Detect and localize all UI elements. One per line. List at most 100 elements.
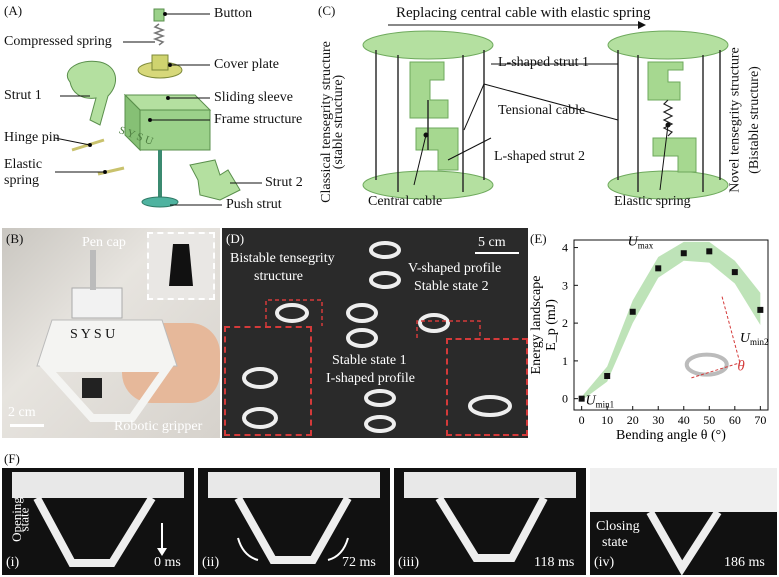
frame-4-state: state [602,535,628,550]
panel-f-tag: (F) [4,452,20,466]
d-inset-state-2 [446,338,528,436]
annotation-umin1: Umin1 [585,393,614,409]
d-label-state-1: Stable state 1 [332,353,407,368]
frame-4-time: 186 ms [724,555,765,570]
frame-1-time: 0 ms [154,555,181,570]
b-scale-bar [10,424,44,427]
b-label-sysu: S Y S U [70,327,116,342]
panel-b-tag: (B) [6,231,24,246]
x-axis-label: Bending angle θ (°) [616,428,726,443]
frame-2: (ii) 72 ms [198,468,390,575]
x-tick-label: 30 [652,413,664,427]
frame-3-roman: (iii) [398,555,419,570]
d-label-v-shaped: V-shaped profile [408,261,502,276]
plot-frame [573,239,769,411]
y-tick-label: 4 [562,241,568,255]
d-label-i-shaped: I-shaped profile [326,371,416,386]
inset-angle-line [691,362,741,379]
frame-1: (i) 0 ms Opening state [2,468,194,575]
panel-e-tag: (E) [530,231,547,246]
x-tick-label: 70 [754,413,766,427]
panel-b: (B) Pen cap S Y S U 2 cm Robotic gripper [2,228,220,438]
label-strut-1: Strut 1 [4,88,42,103]
label-strut-2: Strut 2 [265,175,303,190]
label-cover-plate: Cover plate [214,57,279,72]
c-label-elastic-spring: Elastic spring [614,194,691,209]
data-point [757,306,764,313]
data-point [731,269,738,276]
y-tick-label: 3 [562,278,568,292]
annotation-umax: Umax [628,235,654,251]
label-hinge-pin: Hinge pin [4,130,60,145]
panel-c-tag: (C) [318,3,336,18]
d-scale-bar [475,252,519,254]
label-push-strut: Push strut [226,197,282,212]
c-right-side-label: Novel tensegrity structure [727,47,743,193]
x-tick-label: 60 [729,413,741,427]
c-label-tensional-cable: Tensional cable [498,103,586,118]
b-label-robotic-gripper: Robotic gripper [114,419,203,434]
panel-f: (F) (i) 0 ms Opening state (ii) 72 ms (i… [0,452,779,577]
panel-a: (A) [0,0,320,215]
annotation-theta: θ [737,358,745,374]
data-point [604,373,611,379]
d-scale-label: 5 cm [478,235,506,250]
frame-4: Closing state (iv) 186 ms [590,468,777,575]
annotation-umin2: Umin2 [740,331,769,347]
frame-2-time: 72 ms [342,555,376,570]
gripper-photo [36,250,220,422]
c-label-strut-1: L-shaped strut 1 [498,55,589,70]
y-axis-label-2: E_p (mJ) [544,299,559,351]
frame-2-roman: (ii) [202,555,220,570]
c-label-central-cable: Central cable [368,194,443,209]
y-axis-label: Energy landscape [529,276,544,375]
b-scale-bar-label: 2 cm [8,405,36,420]
c-label-strut-2: L-shaped strut 2 [494,149,585,164]
pen-cap-inset [147,232,215,300]
data-point [655,265,662,272]
inset-angle-line [721,296,741,363]
energy-band [581,241,761,401]
inset-structure [684,352,729,377]
x-tick-label: 20 [627,413,639,427]
x-tick-label: 0 [579,413,585,427]
label-button: Button [214,6,253,21]
d-label-structure: structure [254,269,303,284]
c-left-side-label-2: (stable structure) [331,74,347,170]
exploded-view [54,8,262,208]
label-sliding-sleeve: Sliding sleeve [214,90,293,105]
y-tick-label: 0 [562,392,568,406]
frame-3: (iii) 118 ms [394,468,586,575]
x-tick-label: 40 [678,413,690,427]
y-tick-label: 2 [562,316,568,330]
data-point [629,308,636,315]
frame-1-state: state [16,507,32,532]
frame-1-roman: (i) [6,555,20,570]
y-tick-label: 1 [562,354,568,368]
label-frame-structure: Frame structure [214,112,303,127]
frame-4-roman: (iv) [594,555,615,570]
d-inset-state-1 [224,326,312,436]
data-point [578,395,585,402]
panel-d: (D) Bistable tensegrity structure 5 cm V… [222,228,528,438]
x-tick-label: 50 [703,413,715,427]
label-compressed-spring: Compressed spring [4,34,112,49]
x-tick-label: 10 [601,413,613,427]
frame-4-closing: Closing [596,519,640,534]
c-right-side-label-2: (Bistable structure) [746,66,762,174]
d-label-state-2: Stable state 2 [414,279,489,294]
d-label-bistable: Bistable tensegrity [230,251,335,266]
data-point [680,250,687,257]
panel-d-tag: (D) [226,231,245,246]
b-label-pen-cap: Pen cap [82,235,126,250]
label-elastic-spring: Elastic spring [4,157,43,188]
frame-3-time: 118 ms [534,555,575,570]
panel-a-tag: (A) [4,3,23,18]
tensegrity-diagrams [362,21,729,200]
data-point [706,248,713,255]
panel-c-title: Replacing central cable with elastic spr… [396,5,651,21]
panel-c: (C) Replacing central cable with elastic… [318,0,779,225]
bistable-photo [242,241,512,433]
